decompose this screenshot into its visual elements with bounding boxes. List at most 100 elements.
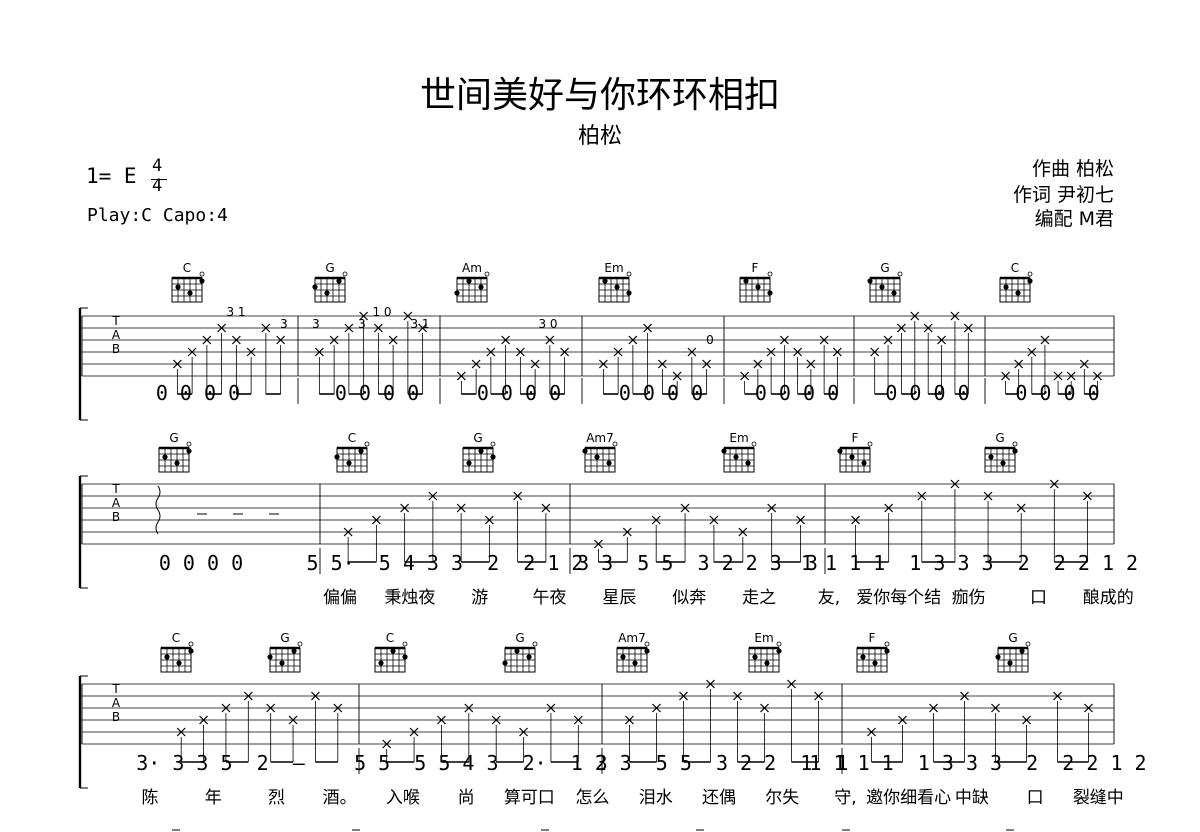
lyric-word: 爱你每个结 xyxy=(856,588,941,608)
tab-note-x-stroke xyxy=(243,691,253,701)
tab-note-x-stroke xyxy=(702,359,712,369)
fret-number: 3 xyxy=(358,317,366,331)
tab-note-x xyxy=(983,491,993,501)
numbered-notation: 0 0 0 0 xyxy=(755,381,839,405)
numbered-notation: 0 0 0 0 xyxy=(335,381,419,405)
chord-finger-dot xyxy=(1027,278,1033,284)
tab-note-x-stroke xyxy=(530,359,540,369)
tab-note-x xyxy=(898,715,907,725)
tab-note-x-stroke xyxy=(832,347,842,357)
tab-note-x xyxy=(883,335,893,345)
lyric-word: 口 xyxy=(1030,588,1047,608)
tab-note-x-stroke xyxy=(613,347,623,357)
tab-note-x xyxy=(373,323,383,333)
chord-diagram: G xyxy=(312,261,348,303)
chord-name: G xyxy=(280,631,289,645)
tab-note-x-stroke xyxy=(373,323,383,333)
tab-note-x xyxy=(513,491,523,501)
tab-note-x-stroke xyxy=(779,335,789,345)
numbered-notation: 3 3 5 5 3 2 2 3 3 xyxy=(577,551,818,575)
tab-clef-letter: T xyxy=(111,314,120,328)
chord-finger-dot xyxy=(454,290,460,296)
tab-note-x-stroke xyxy=(672,371,682,381)
tab-note-x-stroke xyxy=(1079,359,1089,369)
lyric-word: 友, xyxy=(818,588,840,608)
chord-finger-dot xyxy=(988,454,994,460)
chord-finger-dot xyxy=(606,460,612,466)
chord-finger-dot xyxy=(324,290,330,296)
tab-note-x-stroke xyxy=(819,335,829,345)
tab-note-x xyxy=(867,727,876,737)
chord-finger-dot xyxy=(733,454,739,460)
tab-note-x-stroke xyxy=(598,359,608,369)
tab-note-x xyxy=(403,311,413,321)
chord-open-string xyxy=(532,641,538,647)
chord-finger-dot xyxy=(764,660,770,666)
tab-note-x-stroke xyxy=(1093,371,1102,381)
chord-finger-dot xyxy=(995,654,1001,660)
chord-open-string xyxy=(644,641,650,647)
tab-note-x-stroke xyxy=(1016,503,1026,513)
lyric-word: 酒。 xyxy=(323,788,357,808)
tab-note-x-stroke xyxy=(311,691,320,701)
chord-open-string xyxy=(612,441,618,447)
chord-finger-dot xyxy=(188,648,194,654)
chord-finger-dot xyxy=(1019,648,1025,654)
chord-finger-dot xyxy=(334,454,340,460)
tab-note-x-stroke xyxy=(217,323,227,333)
tab-note-x xyxy=(598,359,608,369)
tab-note-x-stroke xyxy=(923,323,933,333)
tab-note-x-stroke xyxy=(172,359,182,369)
lyric-word: 尔失 xyxy=(765,788,799,808)
chord-diagram: C xyxy=(160,631,194,673)
chord-finger-dot xyxy=(502,660,508,666)
tab-note-x-stroke xyxy=(806,359,816,369)
chord-open-string xyxy=(402,641,408,647)
tab-note-x-stroke xyxy=(1049,479,1059,489)
tab-note-x-stroke xyxy=(418,323,428,333)
chord-open-string xyxy=(767,271,773,277)
tab-note-x xyxy=(884,503,894,513)
tab-note-x-stroke xyxy=(246,347,256,357)
tab-note-x xyxy=(343,527,353,537)
tab-note-x-stroke xyxy=(960,691,969,701)
lyric-word: 怎么 xyxy=(576,788,610,808)
numbered-notation: 0 0 0 0 xyxy=(159,551,243,575)
tab-note-x xyxy=(687,347,697,357)
tab-note-x xyxy=(950,479,960,489)
tab-note-x xyxy=(202,335,212,345)
tab-note-x-stroke xyxy=(950,311,960,321)
tab-note-x-stroke xyxy=(883,335,893,345)
chord-finger-dot xyxy=(849,454,855,460)
tab-note-x xyxy=(753,359,763,369)
tab-note-x xyxy=(625,715,634,725)
tab-note-x xyxy=(371,515,381,525)
tab-note-x-stroke xyxy=(261,323,271,333)
tab-note-x xyxy=(819,335,829,345)
tab-note-x-stroke xyxy=(1053,691,1062,701)
tab-note-x-stroke xyxy=(409,727,419,737)
numbered-notation: 0 0 0 0 xyxy=(156,381,240,405)
tab-note-x xyxy=(246,347,256,357)
tab-note-x xyxy=(333,703,343,713)
chord-finger-dot xyxy=(174,460,180,466)
chord-open-string xyxy=(1025,641,1031,647)
tab-note-x xyxy=(851,515,860,525)
tab-note-x-stroke xyxy=(221,703,231,713)
tab-note-x-stroke xyxy=(937,335,946,345)
time-signature-divider xyxy=(151,179,167,180)
lyric-word: 尚 xyxy=(458,788,475,808)
tab-note-x-stroke xyxy=(814,691,823,701)
tab-note-x xyxy=(400,503,410,513)
chord-open-string xyxy=(884,641,890,647)
time-signature-bottom: 4 xyxy=(152,176,163,196)
tab-note-x-stroke xyxy=(679,691,688,701)
tab-note-x xyxy=(456,371,466,381)
tab-note-x xyxy=(311,691,320,701)
tab-note-x-stroke xyxy=(1053,371,1063,381)
tab-note-x xyxy=(560,347,570,357)
tab-note-x-stroke xyxy=(929,703,938,713)
composer-credit: 作曲 柏松 xyxy=(1031,158,1114,180)
tab-note-x xyxy=(1040,335,1050,345)
chord-name: C xyxy=(183,261,191,275)
